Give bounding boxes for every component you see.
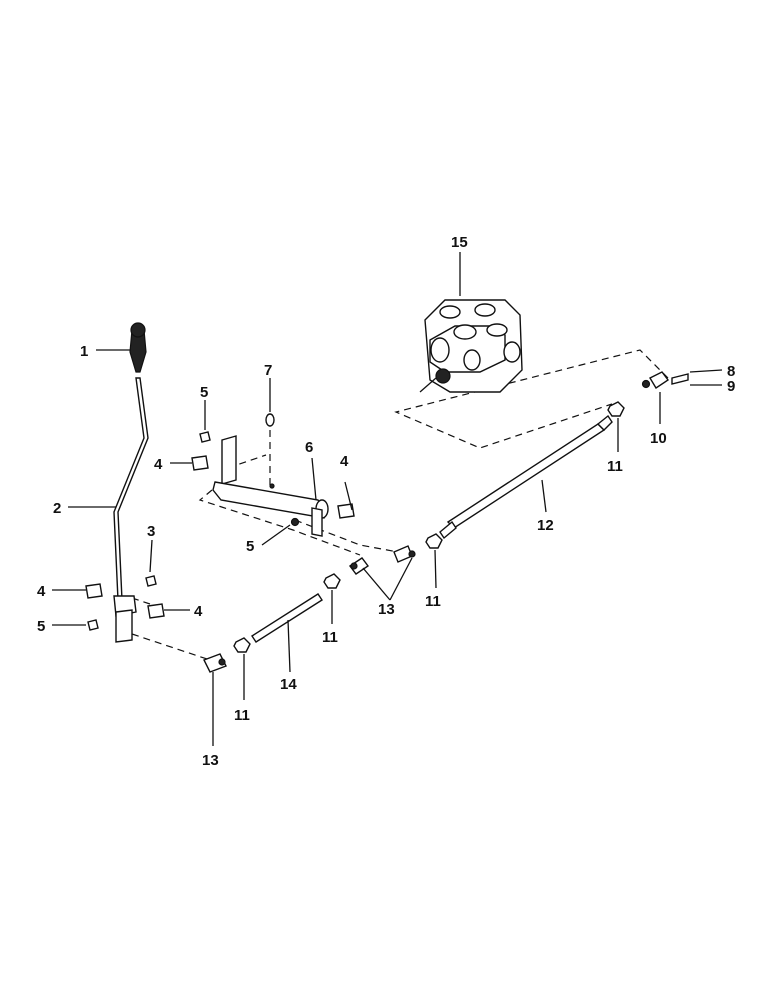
lock-nuts: [233, 401, 625, 653]
assembly-dashed-lines: [131, 349, 669, 661]
callout-4-lever-left: 4: [37, 583, 46, 600]
callout-6: 6: [305, 439, 313, 456]
callout-9: 9: [727, 378, 735, 395]
callout-14: 14: [280, 676, 297, 693]
callout-10: 10: [650, 430, 667, 447]
short-control-rod: [251, 593, 323, 643]
callout-2: 2: [53, 500, 61, 517]
callout-4-lever-right: 4: [194, 603, 203, 620]
callout-4-shaft-right: 4: [340, 453, 349, 470]
callout-5-lever: 5: [37, 618, 45, 635]
callout-13-lower: 13: [202, 752, 219, 769]
ball-joints: [203, 545, 416, 673]
long-control-rod: [439, 414, 613, 540]
callout-12: 12: [537, 517, 554, 534]
clevis-assembly: [641, 371, 689, 389]
callout-8: 8: [727, 363, 735, 380]
callout-5-shaft-top: 5: [200, 384, 208, 401]
callout-3: 3: [147, 523, 155, 540]
callout-11-lower: 11: [234, 707, 250, 724]
bushings: [85, 455, 355, 619]
control-valve: [419, 299, 523, 393]
callout-5-shaft-lower: 5: [246, 538, 254, 555]
callout-11-mid: 11: [425, 593, 441, 610]
callout-labels: 15 1 2 3 4 4 5 5 4 4 5 6 7 8 9 10 11 12 …: [37, 234, 735, 769]
callout-7: 7: [264, 362, 272, 379]
callout-11-short-rod: 11: [322, 629, 338, 646]
cross-shaft: [212, 435, 329, 537]
callout-1: 1: [80, 343, 88, 360]
callout-13-upper: 13: [378, 601, 395, 618]
callout-4-shaft-left: 4: [154, 456, 163, 473]
leader-lines: [52, 252, 723, 746]
lever-knob: [129, 322, 147, 373]
callout-11-right: 11: [607, 458, 623, 475]
control-lever: [113, 377, 149, 643]
set-screws: [87, 413, 300, 631]
callout-15: 15: [451, 234, 468, 251]
